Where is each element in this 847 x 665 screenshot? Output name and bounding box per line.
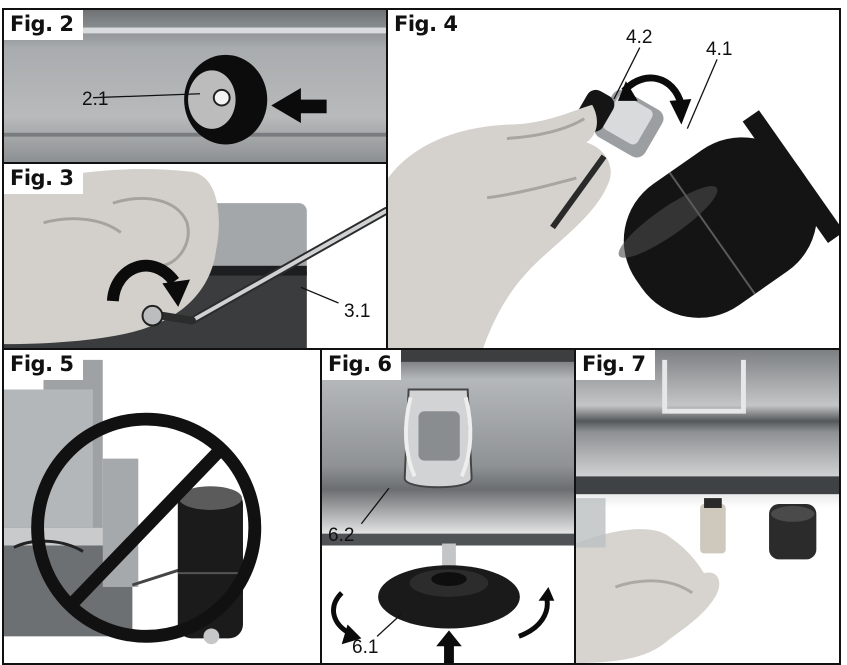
direction-arrow — [271, 87, 327, 124]
fig2-photo — [4, 10, 386, 162]
hand — [4, 169, 219, 345]
figure-2-panel: Fig. 2 2.1 — [2, 8, 388, 164]
gas-cartridge — [618, 110, 839, 318]
burner-knob — [769, 504, 817, 560]
fig7-label: Fig. 7 — [576, 350, 656, 380]
push-up-arrow — [436, 630, 462, 663]
fig5-photo — [4, 350, 320, 663]
figure-7-panel: Fig. 7 — [574, 348, 841, 665]
figure-3-panel: Fig. 3 3.1 — [2, 162, 388, 350]
figure-6-panel: Fig. 6 6.2 6.1 — [320, 348, 576, 665]
callout-6-2: 6.2 — [328, 525, 355, 546]
figure-4-panel: Fig. 4 4.2 4.1 — [386, 8, 841, 350]
fig5-label: Fig. 5 — [4, 350, 84, 380]
callout-6-1: 6.1 — [352, 637, 379, 658]
rotation-arrow — [621, 74, 685, 106]
callout-4-1: 4.1 — [706, 39, 733, 60]
hand — [576, 529, 720, 663]
figure-5-panel: Fig. 5 — [2, 348, 322, 665]
adjustment-knob — [378, 565, 520, 629]
fig3-photo — [4, 164, 386, 348]
fig4-photo — [388, 10, 839, 348]
rotate-right-arrow — [517, 596, 550, 639]
screw-head — [141, 304, 164, 327]
fig2-label: Fig. 2 — [4, 10, 84, 40]
fig7-photo — [576, 350, 839, 663]
hand — [388, 104, 611, 348]
fig3-label: Fig. 3 — [4, 164, 84, 194]
latch-clip — [403, 388, 473, 489]
control-knob — [700, 504, 726, 554]
callout-2-1: 2.1 — [82, 89, 109, 110]
stove-lid — [201, 203, 307, 280]
fig6-photo — [322, 350, 574, 663]
callout-4-2: 4.2 — [626, 27, 653, 48]
callout-3-1: 3.1 — [344, 301, 371, 322]
valve-lens — [188, 70, 236, 129]
handle-bar — [662, 359, 746, 414]
rotation-arrow — [106, 259, 180, 302]
prohibition-sign-icon — [31, 412, 262, 643]
fig4-label: Fig. 4 — [388, 10, 468, 40]
fig6-label: Fig. 6 — [322, 350, 402, 380]
